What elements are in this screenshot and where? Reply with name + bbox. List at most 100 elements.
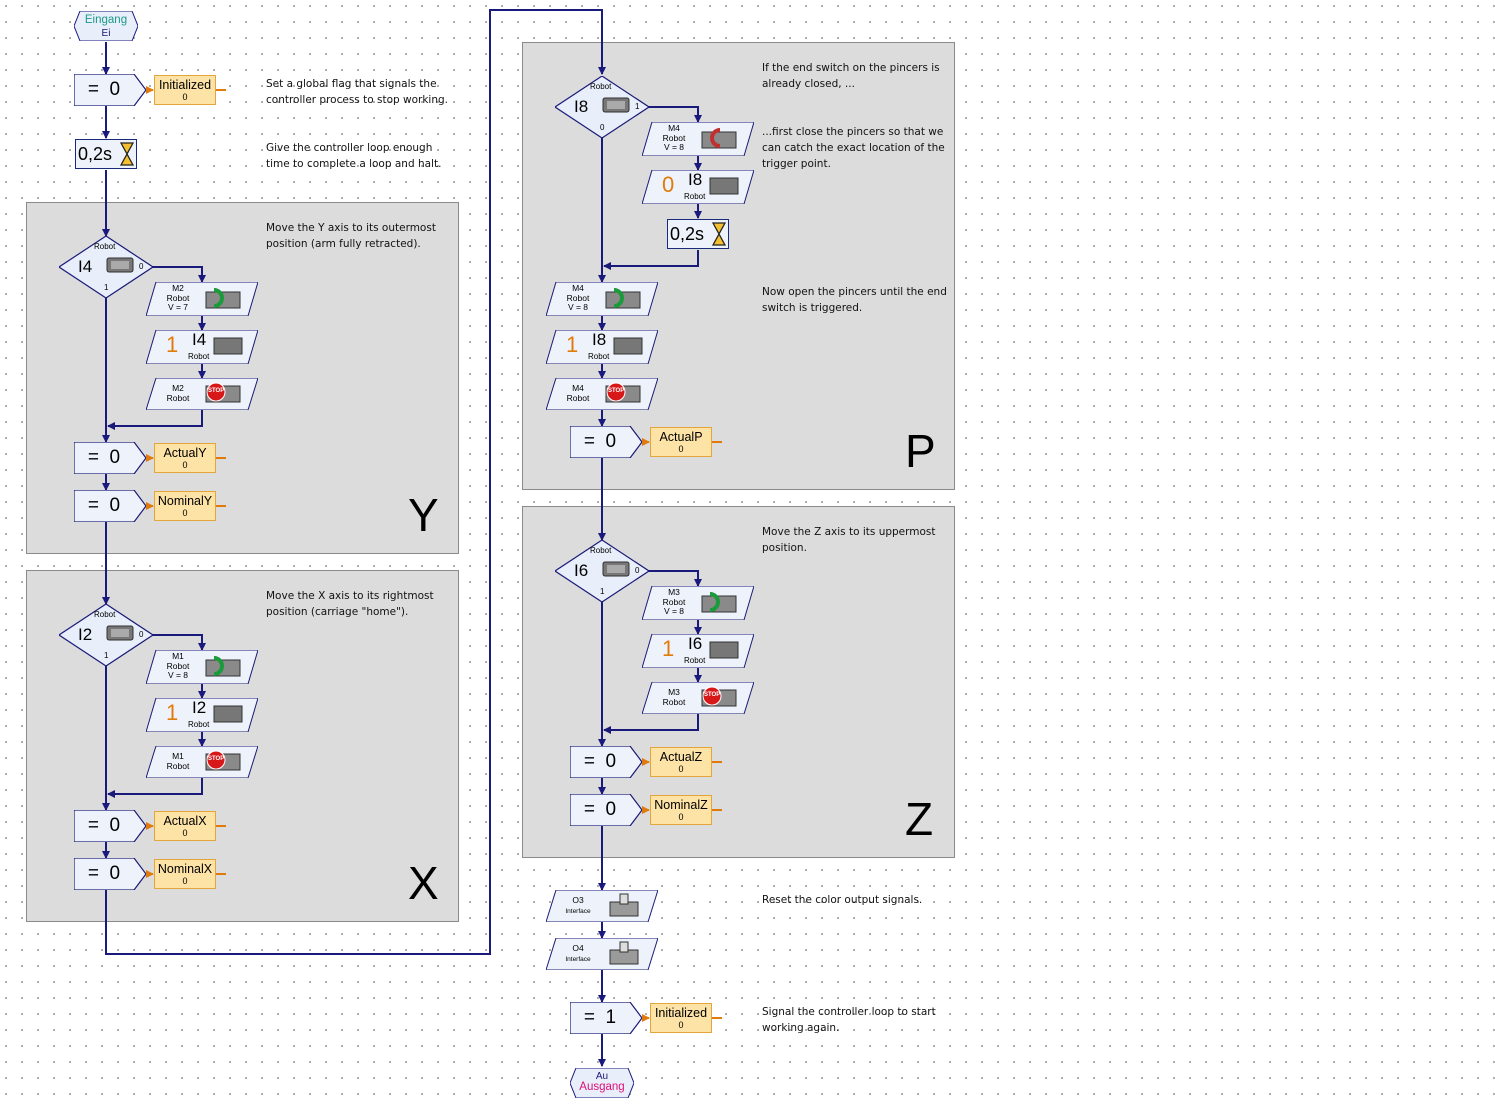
var-value: 0 <box>678 444 684 454</box>
decision-i6[interactable]: Robot I6 0 1 <box>555 540 649 602</box>
group-p-label: P <box>905 425 936 477</box>
assign-initialized-0[interactable]: = 0 <box>74 74 146 106</box>
robot-label: Robot <box>662 132 686 143</box>
motor-name: M4 <box>572 383 584 393</box>
assign-value: 0 <box>605 431 617 452</box>
motor-name: M4 <box>668 123 680 133</box>
hourglass-icon <box>120 142 134 166</box>
comment-line: Now open the pincers until the end <box>762 286 947 298</box>
var-name: NominalZ <box>654 798 708 812</box>
comment-line: Move the Y axis to its outermost <box>266 222 436 234</box>
var-name: NominalX <box>157 862 213 876</box>
assign-nominalz-0[interactable]: = 0 <box>570 794 642 826</box>
assign-actualp-0[interactable]: = 0 <box>570 426 642 458</box>
robot-label: Robot <box>166 392 190 403</box>
input-label: I6 <box>688 634 703 653</box>
input-label: I8 <box>592 330 607 349</box>
assign-value: 0 <box>109 447 121 468</box>
robot-label: Robot <box>662 596 686 607</box>
wait-input-i6[interactable]: 1 I6 Robot <box>642 634 754 668</box>
wait-input-i2[interactable]: 1 I2 Robot <box>146 698 258 732</box>
wait-input-i8-0[interactable]: 0 I8 Robot <box>642 170 754 204</box>
eq-sign: = <box>87 79 99 100</box>
eq-sign: = <box>583 1007 595 1028</box>
input-label: I8 <box>574 97 589 116</box>
assign-nominalx-0[interactable]: = 0 <box>74 858 146 890</box>
wait-input-i4[interactable]: 1 I4 Robot <box>146 330 258 364</box>
assign-actualz-0[interactable]: = 0 <box>570 746 642 778</box>
decision-i8[interactable]: Robot I8 1 0 <box>555 76 649 138</box>
end-sub: Au <box>595 1071 609 1082</box>
robot-label: Robot <box>662 696 686 707</box>
var-name: ActualY <box>163 446 207 460</box>
assign-nominaly-0[interactable]: = 0 <box>74 490 146 522</box>
robot-label: Robot <box>166 760 190 771</box>
var-value: 0 <box>182 92 188 102</box>
var-name: ActualP <box>659 430 703 444</box>
decision-i4[interactable]: Robot I4 0 1 <box>59 236 153 298</box>
assign-actualx-0[interactable]: = 0 <box>74 810 146 842</box>
output-name: O4 <box>572 943 584 953</box>
wait-value: 0 <box>662 172 675 197</box>
end-title: Ausgang <box>579 1081 625 1093</box>
comment-line: can catch the exact location of the <box>762 142 945 154</box>
comment-line: Move the X axis to its rightmost <box>266 590 434 602</box>
comment-line: Set a global flag that signals the <box>266 78 437 90</box>
wait-value: 1 <box>662 636 675 661</box>
assign-value: 0 <box>109 815 121 836</box>
wait-block-1[interactable]: 0,2s <box>75 139 137 169</box>
decision-i2[interactable]: Robot I2 0 1 <box>59 604 153 666</box>
speed-label: V = 8 <box>567 302 589 312</box>
stop-sign-icon: STOP <box>608 388 625 394</box>
end-node[interactable]: Au Ausgang <box>570 1068 634 1098</box>
input-label: I4 <box>78 257 93 276</box>
branch-0-label: 0 <box>139 630 144 639</box>
var-value: 0 <box>182 876 188 886</box>
eq-sign: = <box>87 447 99 468</box>
group-z-label: Z <box>905 793 934 845</box>
comment-reset-color: Reset the color output signals. <box>762 892 922 908</box>
wait-time: 0,2s <box>670 224 705 244</box>
interface-label: Interface <box>565 907 591 915</box>
wait-block-2[interactable]: 0,2s <box>667 219 729 249</box>
eq-sign: = <box>87 815 99 836</box>
stop-sign-icon: STOP <box>208 756 225 762</box>
assign-initialized-1[interactable]: = 1 <box>570 1002 642 1034</box>
var-name: NominalY <box>157 494 213 508</box>
var-name: Initialized <box>654 1006 708 1020</box>
robot-label: Robot <box>590 546 612 555</box>
robot-label: Robot <box>684 192 706 201</box>
var-name: ActualX <box>163 814 207 828</box>
assign-value: 0 <box>109 79 121 100</box>
output-name: O3 <box>572 895 584 905</box>
robot-label: Robot <box>166 660 190 671</box>
assign-actualy-0[interactable]: = 0 <box>74 442 146 474</box>
start-node[interactable]: Eingang Ei <box>74 11 138 41</box>
wait-input-i8-1[interactable]: 1 I8 Robot <box>546 330 658 364</box>
assign-value: 0 <box>109 495 121 516</box>
